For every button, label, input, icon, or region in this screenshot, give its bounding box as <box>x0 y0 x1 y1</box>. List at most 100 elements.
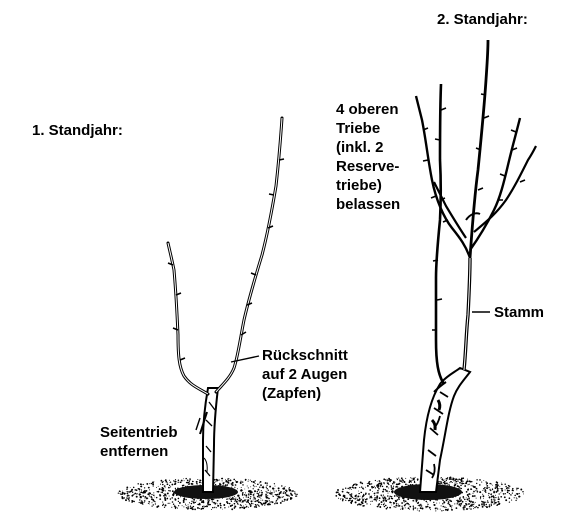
soil-dot <box>151 483 153 485</box>
soil-dot <box>175 508 176 509</box>
soil-dot <box>296 494 298 496</box>
soil-dot <box>151 502 152 503</box>
soil-dot <box>441 505 442 506</box>
soil-dot <box>454 483 455 484</box>
soil-dot <box>448 503 449 504</box>
soil-dot <box>137 493 138 494</box>
soil-dot <box>139 493 140 494</box>
soil-dot <box>199 500 200 501</box>
soil-dot <box>136 496 138 498</box>
soil-dot <box>407 484 408 485</box>
soil-dot <box>248 502 249 503</box>
soil-dot <box>228 483 229 484</box>
soil-dot <box>483 480 484 481</box>
soil-dot <box>128 495 129 496</box>
soil-dot <box>476 483 477 484</box>
soil-dot <box>467 494 469 496</box>
soil-dot <box>453 478 455 480</box>
soil-dot <box>453 480 454 481</box>
soil-dot <box>481 503 483 505</box>
soil-dot <box>376 499 377 500</box>
soil-dot <box>398 504 399 505</box>
soil-dot <box>402 481 403 482</box>
soil-dot <box>459 482 461 484</box>
soil-dot <box>396 505 398 507</box>
soil-dot <box>393 503 394 504</box>
soil-dot <box>254 482 255 483</box>
soil-dot <box>340 499 341 500</box>
soil-dot <box>240 482 242 484</box>
soil-dot <box>150 496 152 498</box>
soil-dot <box>140 486 141 487</box>
soil-dot <box>463 477 465 479</box>
soil-dot <box>236 501 238 503</box>
soil-dot <box>457 502 458 503</box>
soil-dot <box>171 484 173 486</box>
soil-dot <box>126 488 127 489</box>
soil-dot <box>365 487 366 488</box>
soil-dot <box>238 495 240 497</box>
soil-dot <box>174 481 176 483</box>
soil-dot <box>220 484 222 486</box>
soil-dot <box>378 488 380 490</box>
soil-dot <box>361 483 363 485</box>
soil-dot <box>153 504 154 505</box>
soil-dot <box>468 493 470 495</box>
soil-dot <box>228 480 230 482</box>
soil-dot <box>169 490 171 492</box>
soil-dot <box>229 497 230 498</box>
soil-dot <box>477 490 478 491</box>
soil-dot <box>232 499 233 500</box>
soil-dot <box>516 488 517 489</box>
soil-dot <box>267 497 268 498</box>
soil-dot <box>266 492 267 493</box>
soil-dot <box>170 482 171 483</box>
soil-dot <box>367 485 369 487</box>
soil-dot <box>399 505 401 507</box>
soil-dot <box>351 500 353 502</box>
soil-dot <box>345 498 346 499</box>
soil-dot <box>491 499 493 501</box>
soil-dot <box>378 506 379 507</box>
soil-dot <box>192 483 194 485</box>
soil-dot <box>486 504 487 505</box>
soil-dot <box>217 505 219 507</box>
soil-dot <box>196 481 198 483</box>
soil-dot <box>465 482 467 484</box>
soil-dot <box>148 487 150 489</box>
soil-dot <box>479 484 481 486</box>
soil-dot <box>275 494 276 495</box>
soil-dot <box>483 495 485 497</box>
soil-dot <box>516 498 517 499</box>
soil-dot <box>389 507 391 509</box>
soil-dot <box>234 507 236 509</box>
soil-dot <box>382 486 384 488</box>
soil-dot <box>152 483 154 485</box>
soil-dot <box>267 495 268 496</box>
soil-dot <box>394 495 396 497</box>
soil-dot <box>374 497 375 498</box>
soil-dot <box>439 483 440 484</box>
soil-dot <box>437 508 438 509</box>
soil-dot <box>365 492 367 494</box>
soil-dot <box>354 495 356 497</box>
soil-dot <box>273 496 274 497</box>
soil-dot <box>486 487 488 489</box>
soil-dot <box>266 497 268 499</box>
soil-dot <box>158 491 160 493</box>
soil-dot <box>196 483 197 484</box>
soil-dot <box>403 500 404 501</box>
soil-dot <box>375 487 376 488</box>
soil-dot <box>389 491 390 492</box>
soil-dot <box>498 496 499 497</box>
soil-dot <box>199 479 201 481</box>
soil-dot <box>405 504 406 505</box>
soil-dot <box>379 506 381 508</box>
soil-dot <box>467 499 469 501</box>
soil-dot <box>451 510 452 511</box>
soil-dot <box>141 484 142 485</box>
soil-dot <box>244 494 245 495</box>
soil-dot <box>202 501 204 503</box>
soil-dot <box>226 481 228 483</box>
soil-dot <box>480 496 481 497</box>
